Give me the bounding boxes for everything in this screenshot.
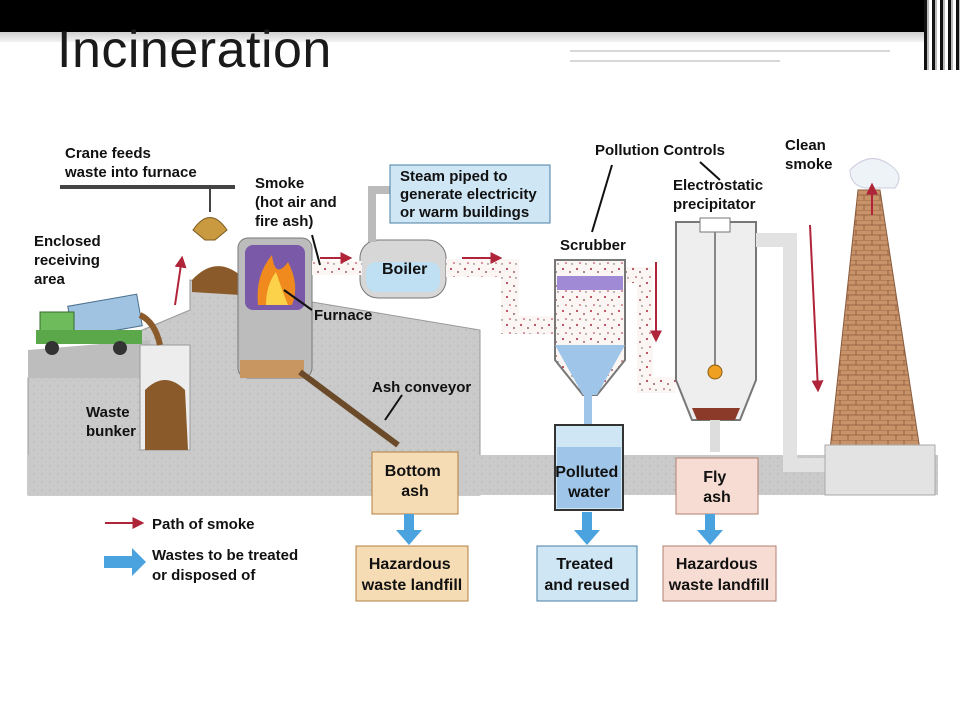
precipitator-electrode [699,217,731,233]
receiving-area-label: Enclosed receiving area [34,233,105,288]
label-pointers [283,161,721,421]
landfill-left-label: Hazardous waste landfill [361,556,462,594]
smoke-label: Smoke (hot air and fire ash) [255,175,341,230]
furnace-label: Furnace [314,307,372,324]
pollution-controls-label: Pollution Controls [595,142,725,159]
smokestack [829,189,921,451]
smoke-duct-2 [446,259,555,334]
scrubber-filter [557,276,623,290]
stack-base [824,444,936,496]
decorative-line [570,60,780,62]
precipitator-label: Electrostatic precipitator [673,177,767,213]
legend-smoke-label: Path of smoke [152,516,255,533]
clean-smoke-plume [849,158,900,189]
slide-top-bar [0,0,960,32]
steam-label: Steam piped to generate electricity or w… [400,168,541,221]
smoke-path-arrows [174,182,878,393]
ash-conveyor [298,369,400,448]
treated-box [536,545,638,602]
bottom-ash-box [371,451,459,515]
garbage-truck [36,293,163,355]
scrubber-label: Scrubber [560,237,626,254]
legend-waste-arrow [104,548,146,576]
crane-label: Crane feeds waste into furnace [64,145,197,181]
scrubber-water [555,345,625,395]
decorative-line [570,50,890,52]
ash-conveyor-label: Ash conveyor [372,379,471,396]
polluted-water-fill [557,447,621,508]
slide-top-strip [0,32,960,42]
precipitator-weight [707,364,723,380]
ash-pit [240,360,304,378]
feed-waste [192,266,240,295]
polluted-water-label: Polluted water [555,464,623,501]
legend-waste-label: Wastes to be treated or disposed of [152,547,302,584]
fly-ash-deposit [692,408,740,420]
boiler-water [366,262,440,292]
slide-corner-decoration [924,0,960,70]
boiler-label: Boiler [382,261,427,278]
fly-ash-box [675,457,759,515]
bottom-ash-label: Bottom ash [385,463,445,500]
furnace-flame-core [266,272,288,305]
fly-ash-label: Fly ash [703,469,731,506]
landfill-right-box [662,545,777,602]
landfill-left-box [355,545,469,602]
waste-pile [145,380,188,450]
waste-arrows [396,512,723,545]
slide-title: Incineration [57,21,332,79]
clean-duct [756,233,830,472]
landfill-right-label: Hazardous waste landfill [668,556,769,594]
steam-box [389,164,551,224]
treated-label: Treated and reused [544,556,629,594]
clean-smoke-label: Clean smoke [785,137,833,173]
smoke-duct-3 [620,267,676,393]
crane-claw [192,217,228,241]
waste-bunker-label: Waste bunker [86,404,136,440]
